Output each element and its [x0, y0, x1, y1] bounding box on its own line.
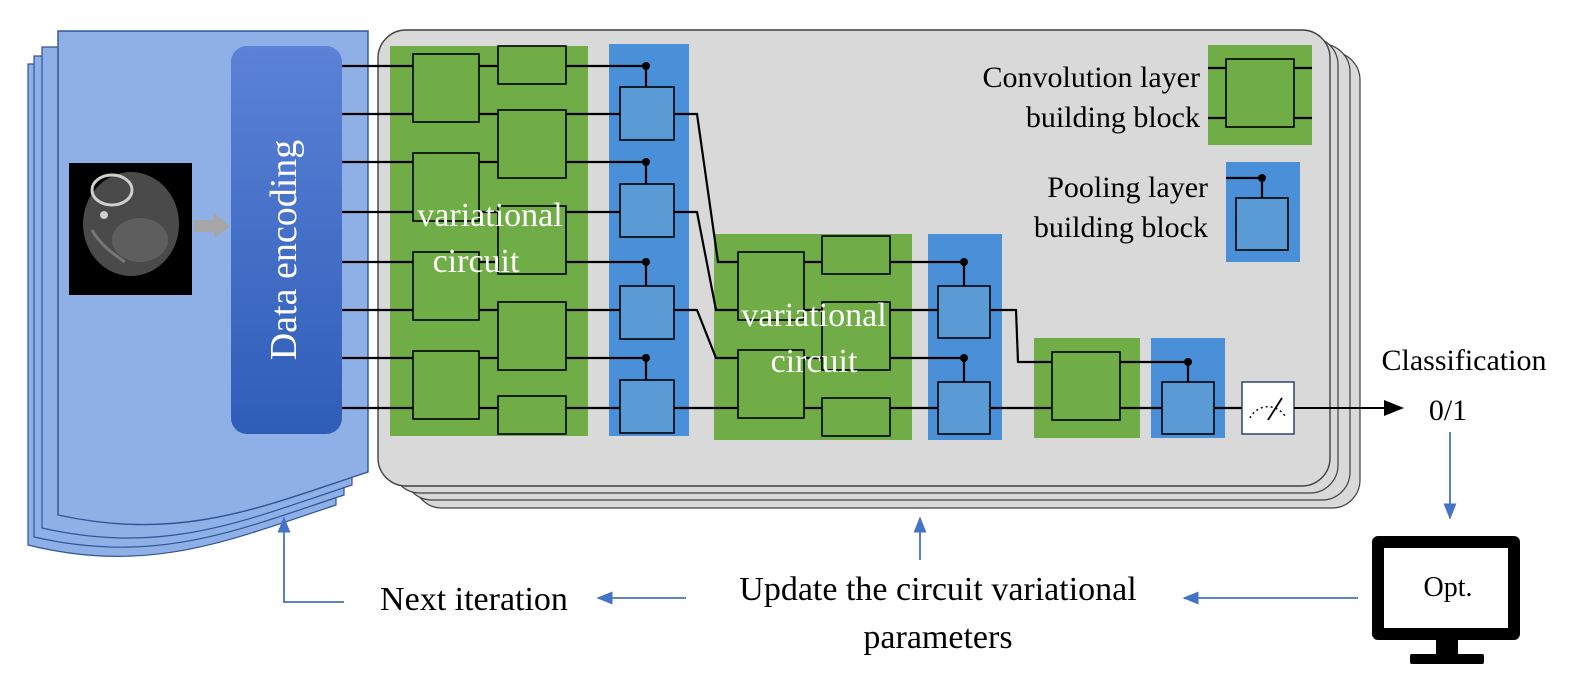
- legend-conv-label-line2: building block: [1026, 101, 1200, 134]
- legend-pool-label-line1: Pooling layer: [1047, 171, 1208, 204]
- conv-layer-1-label-line1: variational: [417, 197, 562, 234]
- data-encoding-label: Data encoding: [263, 140, 305, 361]
- classification-value: 0/1: [1429, 394, 1467, 427]
- conv-layer-2-label-line2: circuit: [771, 343, 858, 380]
- computer-monitor-icon: Opt.: [1372, 536, 1520, 664]
- conv-layer-3-gate: [1051, 351, 1121, 421]
- control-dots: [642, 62, 1192, 366]
- pool-layer-1-gates: [619, 86, 675, 434]
- legend-conv-label-line1: Convolution layer: [983, 61, 1200, 94]
- legend: Convolution layer building block Pooling…: [983, 45, 1312, 262]
- conv-layer-1-gates: [412, 45, 567, 435]
- optimizer-label: Opt.: [1424, 572, 1473, 603]
- measurement-meter-icon: [1241, 381, 1295, 435]
- conv-layer-1-label-line2: circuit: [433, 243, 520, 280]
- conv-layer-2-label-line1: variational: [741, 297, 886, 334]
- pool-layer-2-gates: [937, 285, 991, 435]
- data-encoding-block: Data encoding: [231, 46, 342, 434]
- update-parameters-label-line2: parameters: [863, 619, 1012, 656]
- input-arrow: [194, 213, 230, 239]
- legend-pool-label-line2: building block: [1034, 211, 1208, 244]
- mri-scan-image: [69, 163, 192, 295]
- next-to-input-arrow: [277, 516, 344, 603]
- next-iteration-label: Next iteration: [380, 581, 568, 618]
- pool-layer-3-gate: [1161, 381, 1215, 435]
- classification-title: Classification: [1382, 344, 1547, 377]
- update-parameters-label-line1: Update the circuit variational: [739, 571, 1136, 608]
- conv-layer-2-gates: [737, 235, 891, 437]
